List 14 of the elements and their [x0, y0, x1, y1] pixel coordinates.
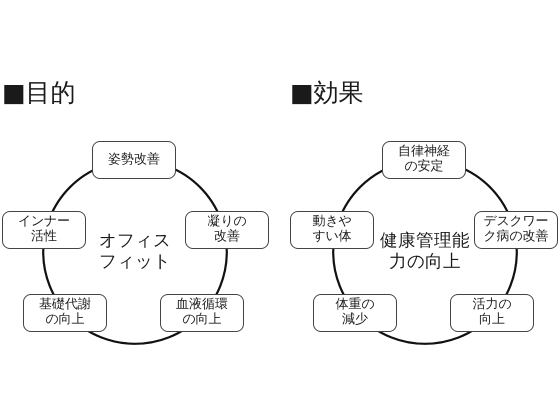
- item-box: 血液循環の向上: [160, 294, 244, 332]
- center-label: オフィスフィット: [98, 231, 172, 273]
- item-box: 凝りの改善: [185, 211, 269, 249]
- item-box: デスクワーク病の改善: [474, 211, 558, 249]
- item-box: 自律神経の安定: [382, 141, 466, 179]
- center-label: 健康管理能力の向上: [379, 231, 471, 273]
- section-heading: ■効果: [290, 79, 364, 106]
- item-box: インナー活性: [2, 211, 86, 249]
- section-heading: ■目的: [2, 79, 76, 106]
- item-box: 体重の減少: [313, 294, 397, 332]
- item-box: 基礎代謝の向上: [23, 294, 107, 332]
- item-box: 姿勢改善: [92, 141, 176, 179]
- item-box: 活力の向上: [450, 294, 534, 332]
- item-box: 動きやすい体: [290, 211, 374, 249]
